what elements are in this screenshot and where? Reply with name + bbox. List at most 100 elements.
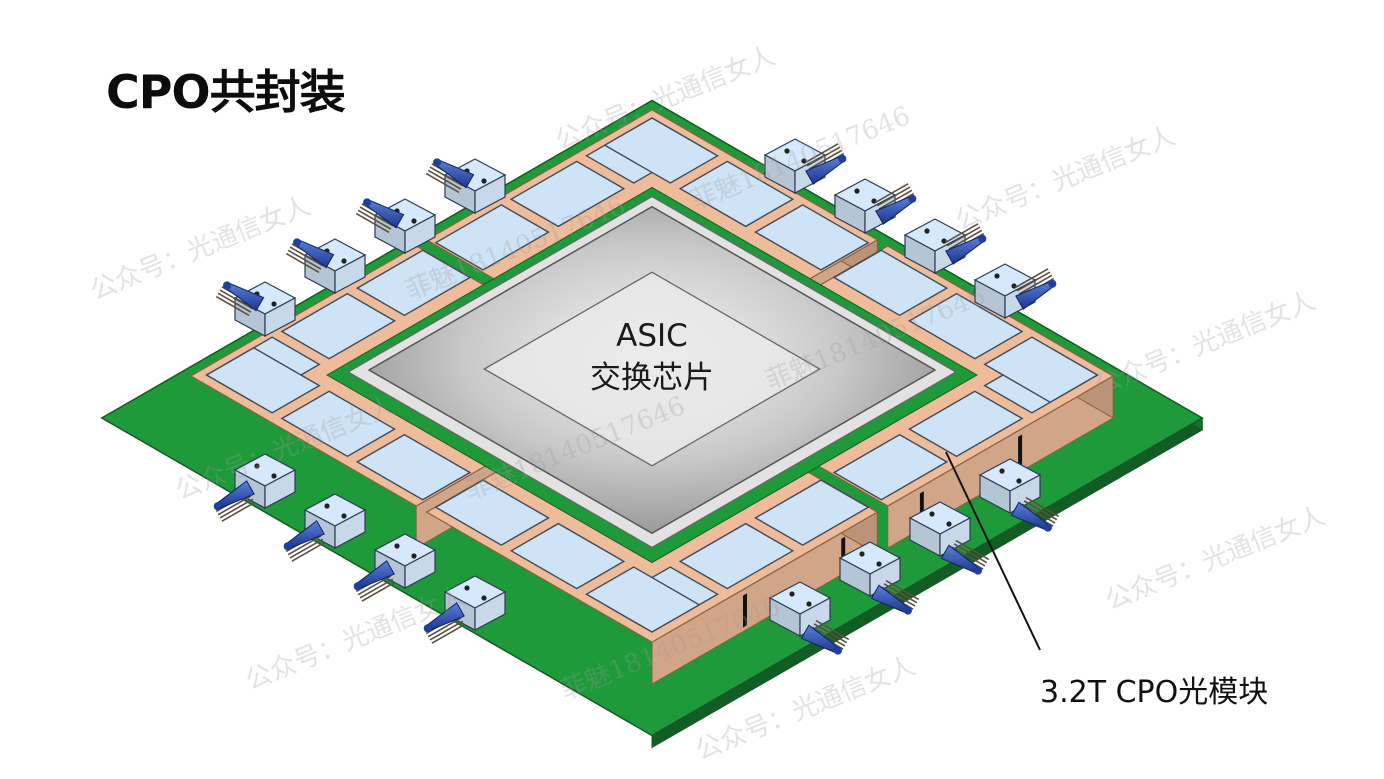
fiber-pin bbox=[1016, 271, 1051, 292]
page-title: CPO共封装 bbox=[106, 65, 346, 119]
optical-engine-tl-2 bbox=[355, 249, 472, 317]
asic-label: ASIC bbox=[616, 318, 688, 354]
fiber-pin bbox=[289, 246, 324, 267]
fiber-pin bbox=[883, 583, 918, 604]
fiber-boot-tip bbox=[283, 542, 292, 551]
fiber-connector-6 bbox=[903, 218, 987, 274]
fiber-pin bbox=[427, 169, 462, 190]
optical-engine-lt-2 bbox=[355, 433, 472, 501]
fiber-pin bbox=[1025, 496, 1060, 518]
edge-lead-front-right-1 bbox=[1018, 434, 1023, 469]
connector-screw bbox=[411, 553, 417, 559]
optical-engine-tr-2 bbox=[434, 204, 550, 271]
callout-label: 3.2T CPO光模块 bbox=[1040, 675, 1268, 710]
fiber-pin bbox=[815, 619, 850, 641]
connector-screw bbox=[271, 473, 277, 479]
fiber-pin bbox=[429, 166, 464, 187]
connector-screw bbox=[789, 591, 795, 597]
fiber-pin bbox=[361, 581, 396, 602]
fiber-pin bbox=[881, 586, 916, 607]
fiber-pin bbox=[355, 212, 390, 234]
connector-block-front bbox=[474, 591, 506, 631]
fiber-connector-8 bbox=[213, 453, 297, 522]
edge-lead-front-left-0 bbox=[743, 593, 747, 628]
connector-screw bbox=[876, 561, 882, 567]
fiber-pin bbox=[431, 623, 466, 644]
watermark-text: 公众号：光通信女人 bbox=[1101, 501, 1329, 616]
fiber-connector-15 bbox=[978, 458, 1060, 532]
watermark-text: 公众号：光通信女人 bbox=[241, 581, 469, 696]
fiber-pin bbox=[948, 229, 983, 250]
fiber-connector-3 bbox=[425, 158, 507, 214]
fiber-connector-2 bbox=[355, 198, 437, 254]
connector-block-front bbox=[404, 214, 436, 254]
connector-screw bbox=[254, 463, 260, 469]
watermark-text: 公众号：光通信女人 bbox=[1091, 286, 1319, 401]
asic-sublabel: 交换芯片 bbox=[590, 360, 714, 396]
fiber-pin bbox=[291, 541, 326, 562]
connector-block-front bbox=[334, 254, 366, 294]
fiber-pin bbox=[951, 546, 986, 567]
connector-block-front bbox=[404, 549, 436, 589]
fiber-boot-tip bbox=[293, 238, 302, 247]
fiber-pin bbox=[219, 498, 254, 519]
fiber-pin bbox=[217, 292, 252, 313]
connector-screw bbox=[854, 188, 860, 194]
optical-engine-rb-2 bbox=[832, 249, 949, 317]
fiber-boot-tip bbox=[423, 624, 432, 633]
fiber-pin bbox=[217, 495, 252, 516]
watermark-text: 公众号：光通信女人 bbox=[86, 191, 314, 306]
fiber-pin bbox=[219, 289, 254, 310]
fiber-boot-tip bbox=[213, 502, 222, 511]
callout-leader-line bbox=[945, 451, 1041, 651]
optical-engine-lt-0 bbox=[205, 346, 321, 414]
fiber-pin bbox=[1023, 500, 1058, 521]
fiber-connector-9 bbox=[283, 493, 367, 562]
fiber-boot-tip bbox=[223, 281, 232, 290]
fiber-connector-10 bbox=[353, 533, 437, 602]
optical-engine-tr-1 bbox=[509, 160, 626, 228]
optical-engine-lb-1 bbox=[509, 522, 626, 590]
fiber-boot-tip bbox=[973, 566, 982, 575]
fiber-boot-tip bbox=[833, 646, 842, 655]
fiber-pin bbox=[804, 143, 839, 164]
optical-engine-rt-0 bbox=[603, 117, 719, 184]
watermark-text: 公众号：光通信女人 bbox=[951, 121, 1179, 236]
fiber-pin bbox=[1014, 268, 1049, 289]
fiber-pin bbox=[221, 501, 256, 522]
optical-engine-rb-0 bbox=[983, 336, 1099, 404]
connector-screw bbox=[481, 595, 487, 601]
connector-screw bbox=[1016, 478, 1022, 484]
fiber-boot-tip bbox=[903, 606, 912, 615]
fiber-boot-tip bbox=[908, 194, 917, 203]
connector-screw bbox=[411, 218, 417, 224]
fiber-pin bbox=[357, 575, 392, 596]
fiber-pin bbox=[287, 535, 322, 556]
fiber-pin bbox=[289, 538, 324, 559]
fiber-connector-7 bbox=[973, 263, 1057, 319]
fiber-connector-14 bbox=[908, 501, 990, 575]
fiber-pin bbox=[806, 146, 841, 167]
asic-die bbox=[482, 271, 822, 467]
fiber-pin bbox=[955, 539, 990, 561]
connector-block-front bbox=[264, 297, 296, 337]
connector-screw bbox=[806, 601, 812, 607]
fiber-pin bbox=[878, 189, 913, 210]
optical-engine-rb-1 bbox=[907, 292, 1024, 360]
connector-block-front bbox=[799, 597, 831, 637]
fiber-pin bbox=[946, 226, 981, 247]
fiber-pin bbox=[885, 579, 920, 601]
optical-engine-rt-1 bbox=[678, 160, 795, 228]
connector-screw bbox=[394, 543, 400, 549]
connector-screw bbox=[999, 468, 1005, 474]
fiber-pin bbox=[215, 295, 250, 317]
fiber-pin bbox=[874, 183, 909, 204]
fiber-pin bbox=[425, 172, 460, 194]
fiber-connector-1 bbox=[285, 238, 367, 294]
fiber-boot-tip bbox=[363, 198, 372, 207]
fiber-pin bbox=[427, 617, 462, 638]
fiber-pin bbox=[808, 149, 843, 170]
connector-screw bbox=[924, 228, 930, 234]
fiber-pin bbox=[359, 578, 394, 599]
connector-screw bbox=[481, 178, 487, 184]
